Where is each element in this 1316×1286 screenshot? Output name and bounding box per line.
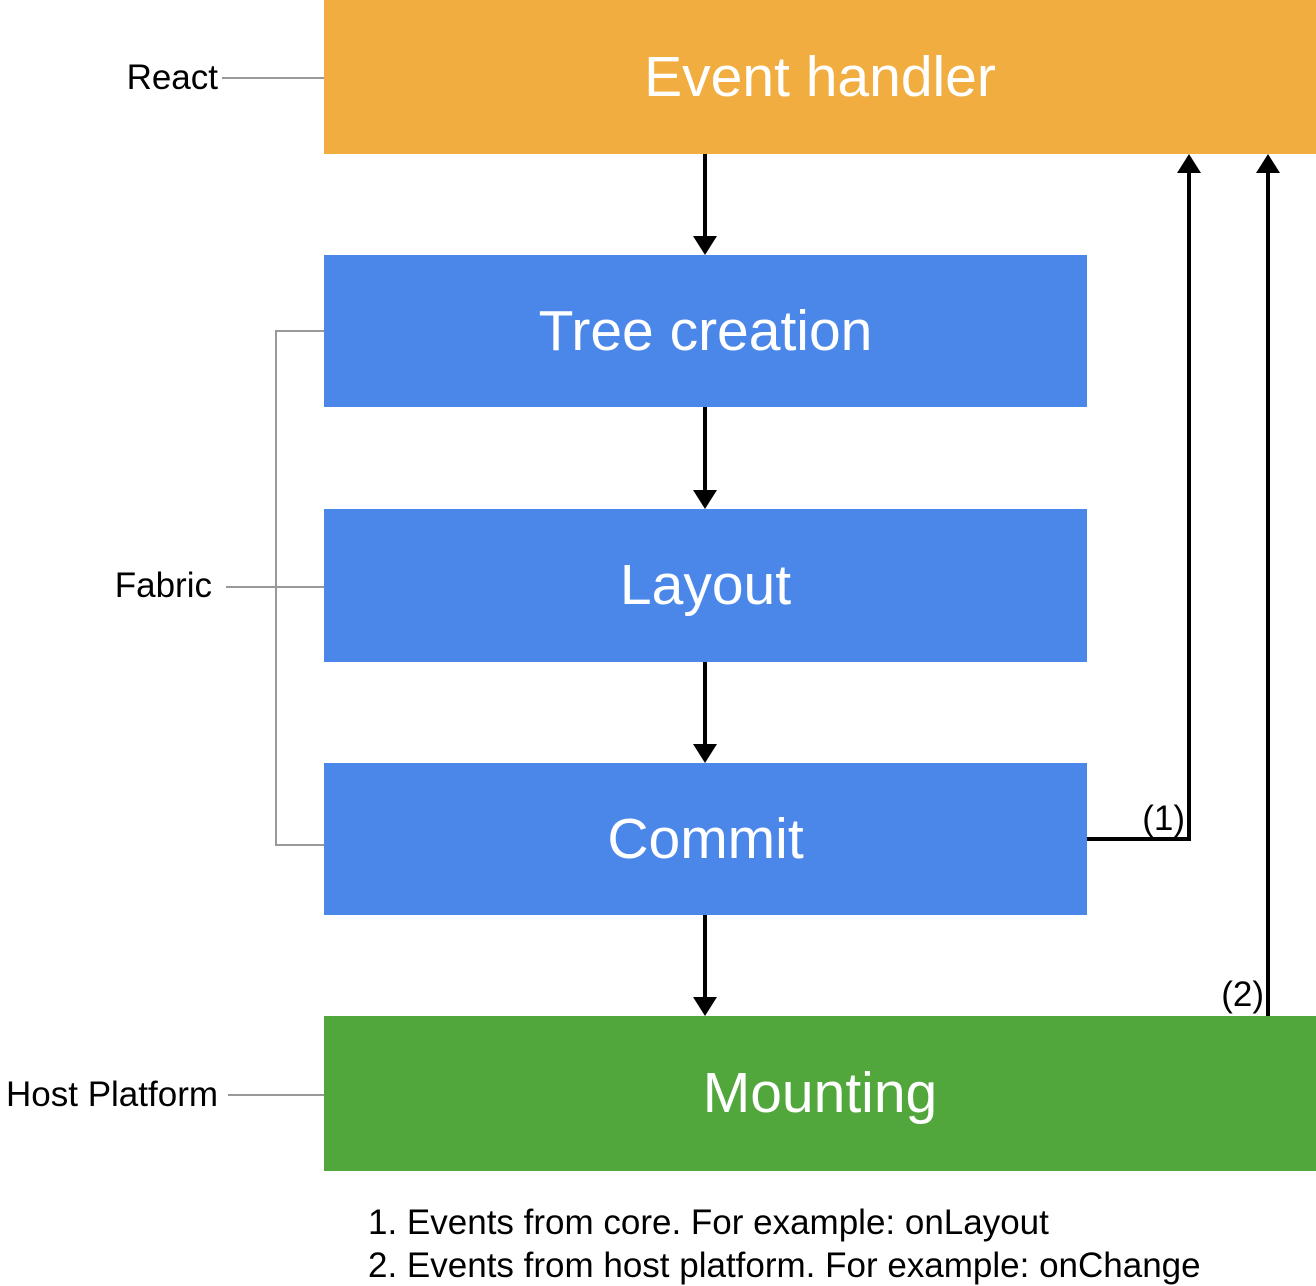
footnote-1: 1. Events from core. For example: onLayo…	[368, 1203, 1049, 1242]
connector-fabric-bracket-bottom	[277, 844, 324, 846]
group-label-react: React	[126, 58, 218, 97]
node-tree-creation: Tree creation	[324, 255, 1087, 407]
group-label-fabric: Fabric	[114, 566, 212, 605]
arrow-event-handler-to-tree-creation	[693, 154, 717, 255]
connector-react-line	[222, 77, 324, 79]
node-commit: Commit	[324, 763, 1087, 915]
connector-fabric-bracket-top	[277, 330, 324, 332]
feedback-1-horizontal-line	[1087, 837, 1191, 841]
edge-annotation-1: (1)	[1142, 799, 1185, 838]
arrow-down-head-icon	[693, 236, 717, 255]
node-event-handler: Event handler	[324, 0, 1316, 154]
node-commit-label: Commit	[607, 806, 804, 871]
node-layout-label: Layout	[619, 553, 792, 617]
arrow-down-head-icon	[693, 744, 717, 763]
arrow-shaft	[703, 407, 707, 492]
arrow-up-head-icon	[1256, 154, 1280, 173]
arrow-up-head-icon	[1177, 154, 1201, 173]
node-event-handler-label: Event handler	[644, 44, 996, 109]
arrow-commit-to-mounting	[693, 915, 717, 1016]
arrow-shaft	[703, 915, 707, 999]
node-layout: Layout	[324, 509, 1087, 662]
footnotes: 1. Events from core. For example: onLayo…	[368, 1201, 1201, 1286]
arrow-feedback-commit-to-event-handler	[1177, 154, 1201, 841]
footnote-2: 2. Events from host platform. For exampl…	[368, 1246, 1201, 1285]
arrow-shaft	[703, 154, 707, 238]
node-mounting: Mounting	[324, 1016, 1316, 1171]
arrow-shaft	[1187, 171, 1191, 841]
group-label-host-platform: Host Platform	[6, 1075, 218, 1114]
arrow-feedback-mounting-to-event-handler	[1256, 154, 1280, 1016]
arrow-layout-to-commit	[693, 662, 717, 763]
node-mounting-label: Mounting	[702, 1061, 938, 1125]
arrow-tree-creation-to-layout	[693, 407, 717, 509]
connector-fabric-bracket-vertical	[275, 330, 277, 846]
arrow-down-head-icon	[693, 490, 717, 509]
edge-annotation-2: (2)	[1221, 975, 1264, 1014]
arrow-shaft	[1266, 171, 1270, 1016]
arrow-down-head-icon	[693, 997, 717, 1016]
connector-host-platform-line	[228, 1094, 324, 1096]
node-tree-creation-label: Tree creation	[538, 298, 873, 363]
arrow-shaft	[703, 662, 707, 746]
